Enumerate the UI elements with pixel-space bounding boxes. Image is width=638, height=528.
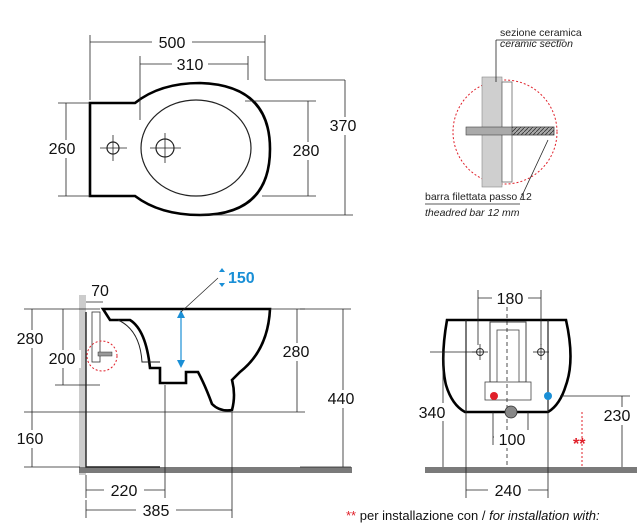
dim-440: 440 bbox=[328, 391, 355, 408]
dim-230: 230 bbox=[604, 408, 631, 425]
top-view-bowl bbox=[140, 99, 252, 197]
dim-70: 70 bbox=[91, 283, 109, 300]
dim-220: 220 bbox=[111, 483, 138, 500]
dim-240: 240 bbox=[495, 483, 522, 500]
detail-section: sezione ceramica ceramic section barra f… bbox=[425, 27, 582, 219]
dim-500: 500 bbox=[159, 35, 186, 52]
footnote-text-it: per installazione con / bbox=[356, 508, 489, 523]
side-view: 70 150 280 200 160 280 bbox=[12, 268, 360, 520]
detail-label-en: ceramic section bbox=[500, 38, 573, 50]
dim-280-side-left: 280 bbox=[17, 331, 44, 348]
bar-label-it: barra filettata passo 12 bbox=[425, 191, 532, 203]
hot-water-icon bbox=[490, 392, 498, 400]
dim-150: 150 bbox=[228, 270, 255, 287]
dim-385: 385 bbox=[143, 503, 170, 520]
dim-260: 260 bbox=[49, 141, 76, 158]
footnote-text-en: for installation with: bbox=[489, 508, 600, 523]
dim-370: 370 bbox=[330, 118, 357, 135]
dim-160: 160 bbox=[17, 431, 44, 448]
drain-connection bbox=[504, 405, 518, 419]
dim-280-side-right: 280 bbox=[283, 344, 310, 361]
dim-200: 200 bbox=[49, 351, 76, 368]
dim-340: 340 bbox=[419, 405, 446, 422]
footnote: ** per installazione con / for installat… bbox=[346, 508, 600, 523]
top-view: 500 310 260 280 370 bbox=[45, 33, 362, 217]
floor bbox=[79, 467, 352, 473]
rear-view: 180 340 230 ** 100 240 bbox=[415, 289, 637, 500]
top-view-outline bbox=[88, 81, 272, 217]
footnote-marker: ** bbox=[346, 508, 356, 523]
dim-180: 180 bbox=[497, 291, 524, 308]
rear-floor bbox=[425, 467, 637, 473]
detail-label-it: sezione ceramica bbox=[500, 27, 582, 39]
detail-circle bbox=[452, 79, 558, 185]
bar-label-en: theadred bar 12 mm bbox=[425, 207, 520, 219]
rear-marker: ** bbox=[573, 436, 586, 453]
dim-280-top: 280 bbox=[293, 143, 320, 160]
dim-100: 100 bbox=[499, 432, 526, 449]
dim-310: 310 bbox=[177, 57, 204, 74]
side-view-outline bbox=[100, 307, 272, 412]
cold-water-icon bbox=[544, 392, 552, 400]
